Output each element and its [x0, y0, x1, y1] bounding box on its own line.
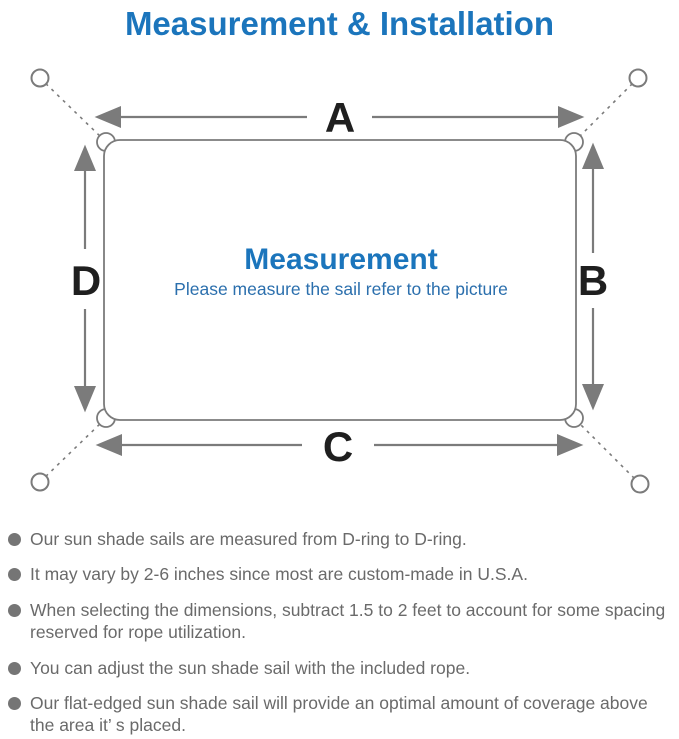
list-item-text: Our sun shade sails are measured from D-…: [30, 529, 467, 549]
bullet-dot-icon: [8, 568, 21, 582]
anchor-ring-top-left-icon: [30, 68, 50, 88]
dimension-label-c: C: [323, 423, 353, 470]
list-item: Our flat-edged sun shade sail will provi…: [8, 692, 673, 737]
list-item: When selecting the dimensions, subtract …: [8, 599, 673, 644]
bullet-dot-icon: [8, 661, 21, 675]
anchor-ring-bottom-left-icon: [30, 472, 50, 492]
diagram-center-subtitle: Please measure the sail refer to the pic…: [174, 279, 508, 299]
measurement-diagram: A C D B Measurement Please measure the s…: [30, 68, 650, 494]
list-item: It may vary by 2-6 inches since most are…: [8, 563, 673, 585]
list-item: Our sun shade sails are measured from D-…: [8, 528, 673, 550]
page-title: Measurement & Installation: [124, 5, 555, 42]
list-item-text: When selecting the dimensions, subtract …: [30, 599, 666, 643]
tie-rope-dashed-lines: [39, 77, 641, 485]
bullet-dot-icon: [8, 696, 21, 710]
dimension-label-d: D: [71, 257, 101, 304]
list-item-text: Our flat-edged sun shade sail will provi…: [30, 692, 648, 736]
bullet-dot-icon: [8, 533, 21, 546]
list-item-text: You can adjust the sun shade sail with t…: [30, 657, 471, 678]
dimension-label-a: A: [325, 94, 355, 141]
anchor-ring-top-right-icon: [628, 68, 648, 88]
bullet-dot-icon: [8, 603, 21, 617]
anchor-ring-icons: [30, 68, 650, 494]
list-item: You can adjust the sun shade sail with t…: [8, 657, 673, 679]
dimension-label-b: B: [578, 257, 608, 304]
anchor-ring-bottom-right-icon: [630, 474, 650, 494]
diagram-center-heading: Measurement: [244, 243, 437, 276]
shade-sail-outline: [103, 139, 577, 421]
list-item-text: It may vary by 2-6 inches since most are…: [30, 564, 528, 585]
notes-list: Our sun shade sails are measured from D-…: [0, 528, 679, 737]
